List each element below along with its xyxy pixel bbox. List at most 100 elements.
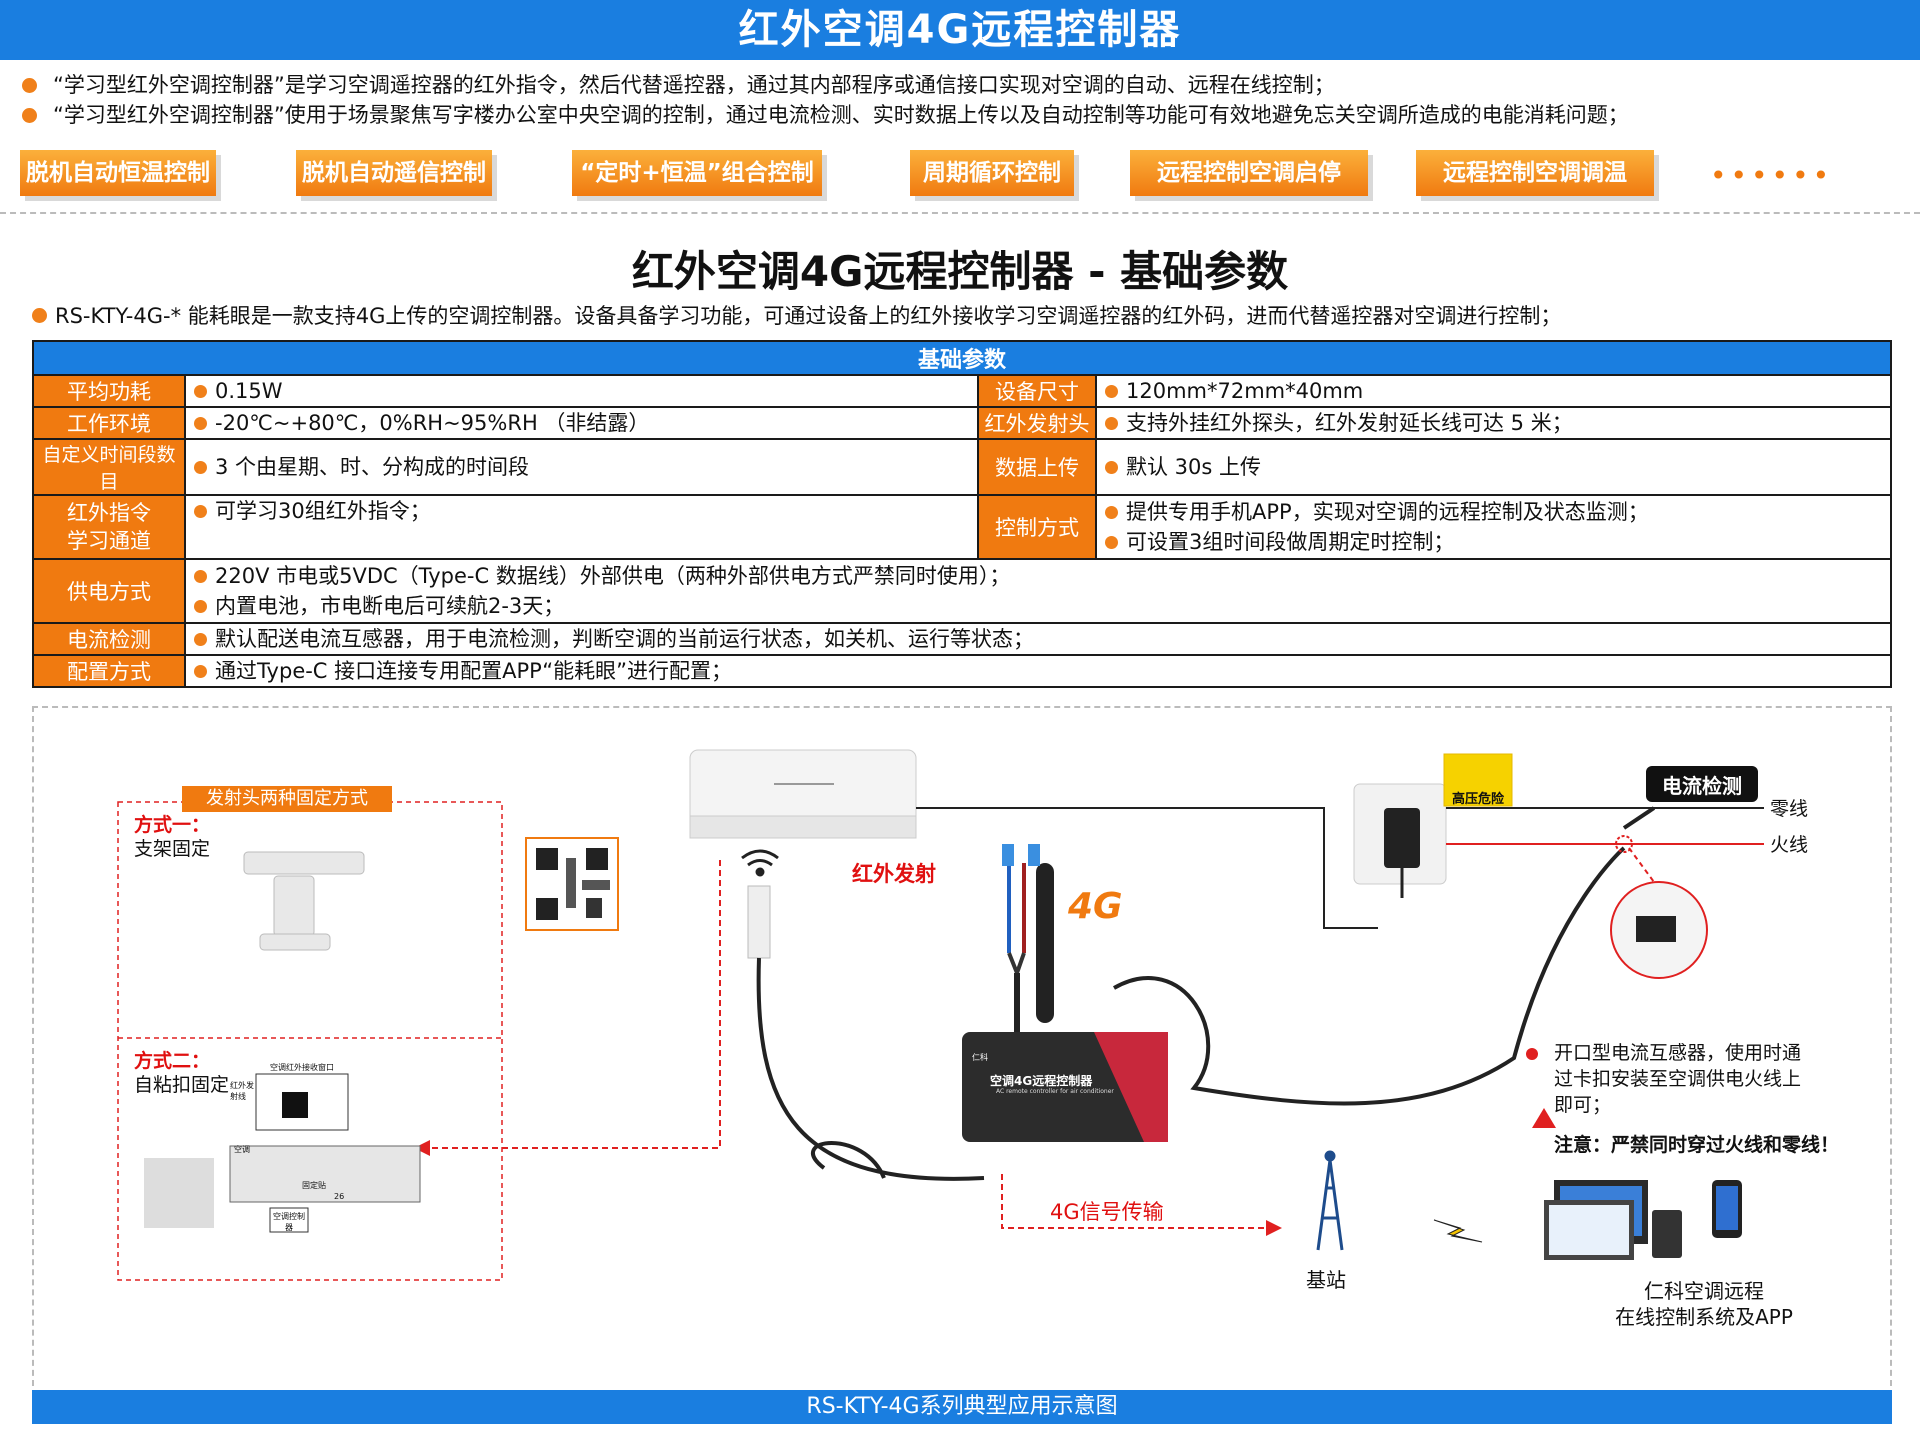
air-conditioner-image — [689, 749, 917, 839]
ir-emitter-label: 红外发射线 — [230, 1081, 254, 1101]
way1-desc: 支架固定 — [134, 838, 211, 860]
feature-tag: 脱机自动恒温控制 — [20, 150, 216, 196]
section-divider — [0, 212, 1920, 214]
intro-text: “学习型红外空调控制器”使用于场景聚焦写字楼办公室中央空调的控制，通过电流检测、… — [53, 103, 1629, 127]
intro-item: “学习型红外空调控制器”使用于场景聚焦写字楼办公室中央空调的控制，通过电流检测、… — [22, 100, 1912, 130]
bullet-dot — [22, 77, 37, 93]
feature-tags: 脱机自动恒温控制 脱机自动遥信控制 “定时+恒温”组合控制 周期循环控制 远程控… — [20, 146, 1900, 202]
table-row: 供电方式 220V 市电或5VDC（Type-C 数据线）外部供电（两种外部供电… — [32, 558, 1892, 624]
param-value: 默认 30s 上传 — [1095, 438, 1892, 496]
feature-tag: 远程控制空调启停 — [1130, 150, 1368, 196]
connector-blue — [1002, 844, 1014, 866]
param-label: 数据上传 — [977, 438, 1097, 496]
param-label: 红外指令学习通道 — [32, 494, 186, 560]
live-label: 火线 — [1770, 834, 1809, 856]
param-label: 工作环境 — [32, 406, 186, 440]
param-value: 默认配送电流互感器，用于电流检测，判断空调的当前运行状态，如关机、运行等状态； — [184, 622, 1892, 656]
signal-label: 4G信号传输 — [1050, 1200, 1164, 1224]
diagram-caption: RS-KTY-4G系列典型应用示意图 — [32, 1390, 1892, 1424]
feature-tag: 远程控制空调调温 — [1416, 150, 1654, 196]
description-text: RS-KTY-4G-* 能耗眼是一款支持4G上传的空调控制器。设备具备学习功能，… — [55, 304, 1562, 328]
table-row: 自定义时间段数目 3 个由星期、时、分构成的时间段 数据上传 默认 30s 上传 — [32, 438, 1892, 496]
table-row: 红外指令学习通道 可学习30组红外指令； 控制方式 提供专用手机APP，实现对空… — [32, 494, 1892, 560]
ir-wave-icon — [741, 849, 779, 877]
intro-list: “学习型红外空调控制器”是学习空调遥控器的红外指令，然后代替遥控器，通过其内部程… — [22, 70, 1912, 130]
table-row: 工作环境 -20℃~+80℃，0%RH~95%RH （非结露） 红外发射头 支持… — [32, 406, 1892, 440]
param-value: 可学习30组红外指令； — [184, 494, 979, 560]
ir-probe-image — [747, 885, 771, 959]
current-detect-badge — [1646, 766, 1758, 802]
qr-code-image — [525, 837, 619, 931]
connector-blue — [1028, 844, 1040, 866]
diagram-lines — [117, 749, 1764, 1281]
application-diagram: 发射头两种固定方式 方式一： 支架固定 方式二： 自粘扣固定 空调红外接收窗口 … — [32, 706, 1892, 1396]
page-title: 红外空调4G远程控制器 — [738, 7, 1182, 53]
antenna-image — [1036, 863, 1054, 1023]
high-voltage-sign — [1443, 753, 1513, 807]
ac-label: 空调 — [234, 1145, 250, 1154]
param-value: 通过Type-C 接口连接专用配置APP“能耗眼”进行配置； — [184, 654, 1892, 688]
warning-note: 注意：严禁同时穿过火线和零线！ — [1554, 1134, 1840, 1156]
param-label: 设备尺寸 — [977, 374, 1097, 408]
param-label: 控制方式 — [977, 494, 1097, 560]
device-brand: 仁科 — [972, 1053, 988, 1062]
ir-cable — [756, 957, 985, 1181]
neutral-label: 零线 — [1770, 798, 1809, 820]
way2-title: 方式二： — [134, 1050, 211, 1072]
controller-device-image — [962, 1032, 1168, 1142]
note-bullet — [1526, 1048, 1538, 1060]
table-row: 配置方式 通过Type-C 接口连接专用配置APP“能耗眼”进行配置； — [32, 654, 1892, 688]
param-value: 3 个由星期、时、分构成的时间段 — [184, 438, 979, 496]
table-row: 平均功耗 0.15W 设备尺寸 120mm*72mm*40mm — [32, 374, 1892, 408]
bracket-mount-image — [243, 851, 365, 951]
param-label: 红外发射头 — [977, 406, 1097, 440]
ir-receive-window-label: 空调红外接收窗口 — [270, 1063, 334, 1072]
app-label: 仁科空调远程在线控制系统及APP — [1615, 1279, 1793, 1329]
feature-tag: 脱机自动遥信控制 — [296, 150, 492, 196]
param-value: 120mm*72mm*40mm — [1095, 374, 1892, 408]
params-table-header: 基础参数 — [32, 340, 1892, 376]
param-label: 供电方式 — [32, 558, 186, 624]
intro-text: “学习型红外空调控制器”是学习空调遥控器的红外指令，然后代替遥控器，通过其内部程… — [53, 73, 1335, 97]
temp-display: 26 — [334, 1192, 345, 1201]
warning-icon — [1532, 1108, 1556, 1128]
param-label: 配置方式 — [32, 654, 186, 688]
ctrl-label: 空调控制器 — [273, 1212, 305, 1232]
ac-power-line — [916, 807, 1378, 929]
base-station-icon — [1316, 1150, 1344, 1251]
device-sub: AC remote controller for air conditioner — [996, 1088, 1114, 1095]
app-devices-image — [1544, 1180, 1742, 1260]
table-row: 电流检测 默认配送电流互感器，用于电流检测，判断空调的当前运行状态，如关机、运行… — [32, 622, 1892, 656]
param-value: 220V 市电或5VDC（Type-C 数据线）外部供电（两种外部供电方式严禁同… — [184, 558, 1892, 624]
param-value: -20℃~+80℃，0%RH~95%RH （非结露） — [184, 406, 979, 440]
current-detect-label: 电流检测 — [1662, 774, 1742, 798]
lightning-icon — [1433, 1219, 1483, 1243]
mount-panel-title: 发射头两种固定方式 — [182, 786, 392, 812]
params-table: 基础参数 平均功耗 0.15W 设备尺寸 120mm*72mm*40mm 工作环… — [32, 340, 1892, 688]
high-voltage-label: 高压危险 — [1451, 792, 1504, 807]
section-title: 红外空调4G远程控制器 - 基础参数 — [631, 247, 1289, 296]
param-value: 支持外挂红外探头，红外发射延长线可达 5 米； — [1095, 406, 1892, 440]
page-title-banner: 红外空调4G远程控制器 — [0, 0, 1920, 60]
mount-arrow — [422, 860, 721, 1149]
section-description: RS-KTY-4G-* 能耗眼是一款支持4G上传的空调控制器。设备具备学习功能，… — [32, 300, 1912, 330]
base-station-label: 基站 — [1306, 1268, 1346, 1292]
param-label: 自定义时间段数目 — [32, 438, 186, 496]
bullet-dot — [32, 307, 47, 323]
fix-sticker-label: 固定贴 — [302, 1181, 326, 1190]
feature-tag: 周期循环控制 — [910, 150, 1074, 196]
intro-item: “学习型红外空调控制器”是学习空调遥控器的红外指令，然后代替遥控器，通过其内部程… — [22, 70, 1912, 100]
ct-note: 开口型电流互感器，使用时通过卡扣安装至空调供电火线上即可； — [1554, 1042, 1802, 1116]
signal-arrow — [1001, 1174, 1270, 1229]
more-dots: •••••• — [1710, 159, 1834, 192]
way1-title: 方式一： — [134, 814, 211, 836]
ct-cable — [1113, 846, 1626, 1106]
way2-desc: 自粘扣固定 — [134, 1074, 230, 1096]
feature-tag: “定时+恒温”组合控制 — [572, 150, 822, 196]
device-label: 空调4G远程控制器 — [990, 1074, 1093, 1088]
param-value: 0.15W — [184, 374, 979, 408]
bullet-dot — [22, 107, 37, 123]
ir-emit-label: 红外发射 — [852, 862, 936, 886]
adhesive-mount-image — [144, 1073, 421, 1233]
param-value: 提供专用手机APP，实现对空调的远程控制及状态监测；可设置3组时间段做周期定时控… — [1095, 494, 1892, 560]
